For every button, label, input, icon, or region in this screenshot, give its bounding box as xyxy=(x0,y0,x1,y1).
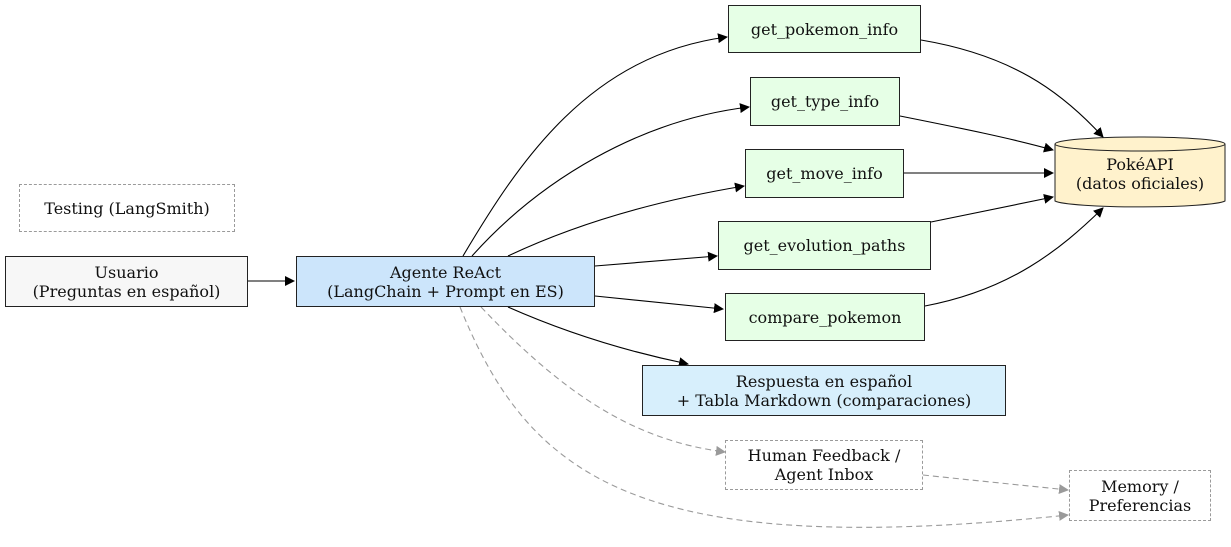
feedback-label-line-1: Human Feedback / xyxy=(747,446,901,465)
api-node: PokéAPI (datos oficiales) xyxy=(1055,151,1225,197)
tool-label: compare_pokemon xyxy=(748,307,902,327)
tool-compare-pokemon: compare_pokemon xyxy=(725,293,925,341)
user-label-line-1: Usuario xyxy=(94,262,159,282)
response-label-line-2: + Tabla Markdown (comparaciones) xyxy=(676,390,972,410)
tool-get-move-info: get_move_info xyxy=(745,149,904,198)
response-label-line-1: Respuesta en español xyxy=(735,371,913,391)
edge-feedback-memory xyxy=(922,474,1069,495)
tool-label: get_move_info xyxy=(766,164,883,183)
tool-get-evolution-paths: get_evolution_paths xyxy=(718,221,931,270)
testing-node: Testing (LangSmith) xyxy=(19,184,235,232)
api-cylinder-shape xyxy=(1054,136,1226,208)
tool-get-pokemon-info: get_pokemon_info xyxy=(728,5,921,53)
tool-label: get_evolution_paths xyxy=(743,236,906,255)
testing-label: Testing (LangSmith) xyxy=(44,198,210,218)
memory-label-line-1: Memory / xyxy=(1101,476,1179,496)
edge-agent-get-pokemon-info xyxy=(462,33,728,257)
tool-label: get_pokemon_info xyxy=(750,19,899,39)
edge-get-evolution-paths-api xyxy=(930,193,1054,223)
edge-agent-get-type-info xyxy=(471,103,750,257)
tool-get-type-info: get_type_info xyxy=(750,77,900,126)
response-node: Respuesta en español + Tabla Markdown (c… xyxy=(642,365,1006,416)
agent-label-line-2: (LangChain + Prompt en ES) xyxy=(327,281,564,301)
user-node: Usuario (Preguntas en español) xyxy=(5,256,248,307)
agent-node: Agente ReAct (LangChain + Prompt en ES) xyxy=(296,256,595,307)
feedback-label-line-2: Agent Inbox xyxy=(774,465,874,484)
edge-agent-get-move-info xyxy=(507,182,745,257)
memory-label-line-2: Preferencias xyxy=(1088,495,1192,515)
edge-compare-pokemon-api xyxy=(924,207,1104,307)
user-label-line-2: (Preguntas en español) xyxy=(32,281,221,301)
agent-label-line-1: Agente ReAct xyxy=(389,262,501,282)
api-label-line-1: PokéAPI xyxy=(1106,155,1174,174)
tool-label: get_type_info xyxy=(770,92,880,111)
feedback-node: Human Feedback / Agent Inbox xyxy=(725,440,923,490)
memory-node: Memory / Preferencias xyxy=(1069,470,1211,521)
edge-agent-response xyxy=(507,306,689,368)
edge-agent-get-evolution-paths xyxy=(594,251,718,267)
edge-agent-memory xyxy=(459,306,1069,528)
edge-get-type-info-api xyxy=(899,115,1054,153)
edge-get-pokemon-info-api xyxy=(920,39,1104,138)
api-label-line-2: (datos oficiales) xyxy=(1075,174,1205,193)
edge-agent-feedback xyxy=(480,306,726,456)
edge-agent-compare-pokemon xyxy=(594,295,724,314)
